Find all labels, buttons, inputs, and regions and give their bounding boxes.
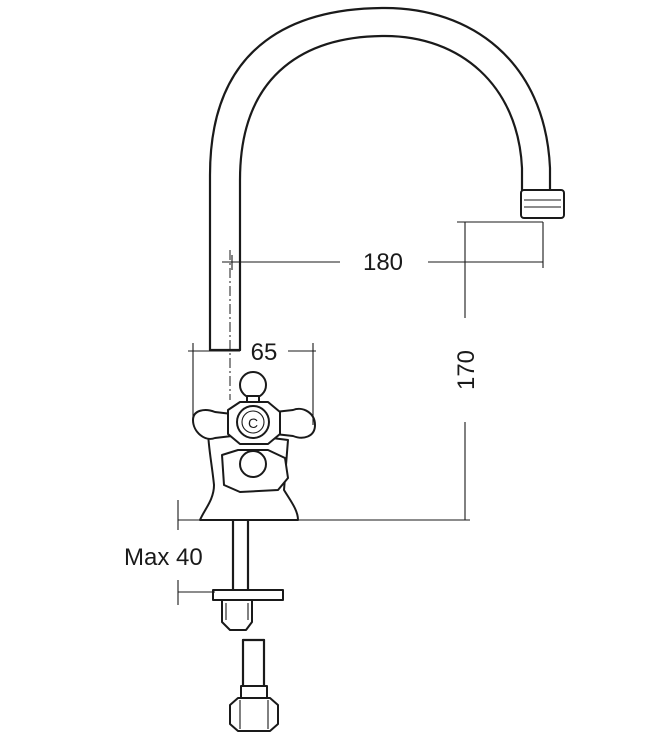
dim-40-label: Max 40: [124, 544, 203, 571]
hose-connector-nut: [229, 697, 279, 732]
logo-ring: [241, 410, 265, 434]
upper-knob: [239, 371, 267, 399]
gooseneck-spout: [208, 6, 552, 352]
faucet-body: C: [192, 371, 316, 521]
handle-arm-left: [192, 409, 233, 440]
aerator-body: [520, 189, 565, 219]
dimension-spout-reach: 180: [222, 222, 544, 276]
dim-170-label: 170: [453, 350, 480, 390]
spout-inner-wall: [238, 34, 524, 352]
flexible-hose: [229, 638, 279, 732]
dimension-max-thickness: Max 40: [124, 500, 215, 605]
spout-outer-wall: [208, 6, 552, 352]
dimension-body-width: 65: [188, 339, 316, 425]
dim-180-label: 180: [363, 249, 403, 276]
fixing-nut: [221, 599, 253, 631]
fixing-washer: [212, 589, 284, 601]
lower-knob: [239, 450, 267, 478]
mounting-assembly: [212, 519, 284, 631]
logo-letter: C: [248, 415, 258, 431]
dimension-height: 170: [178, 221, 543, 521]
dim-65-label: 65: [251, 339, 278, 366]
aerator: [520, 189, 565, 219]
